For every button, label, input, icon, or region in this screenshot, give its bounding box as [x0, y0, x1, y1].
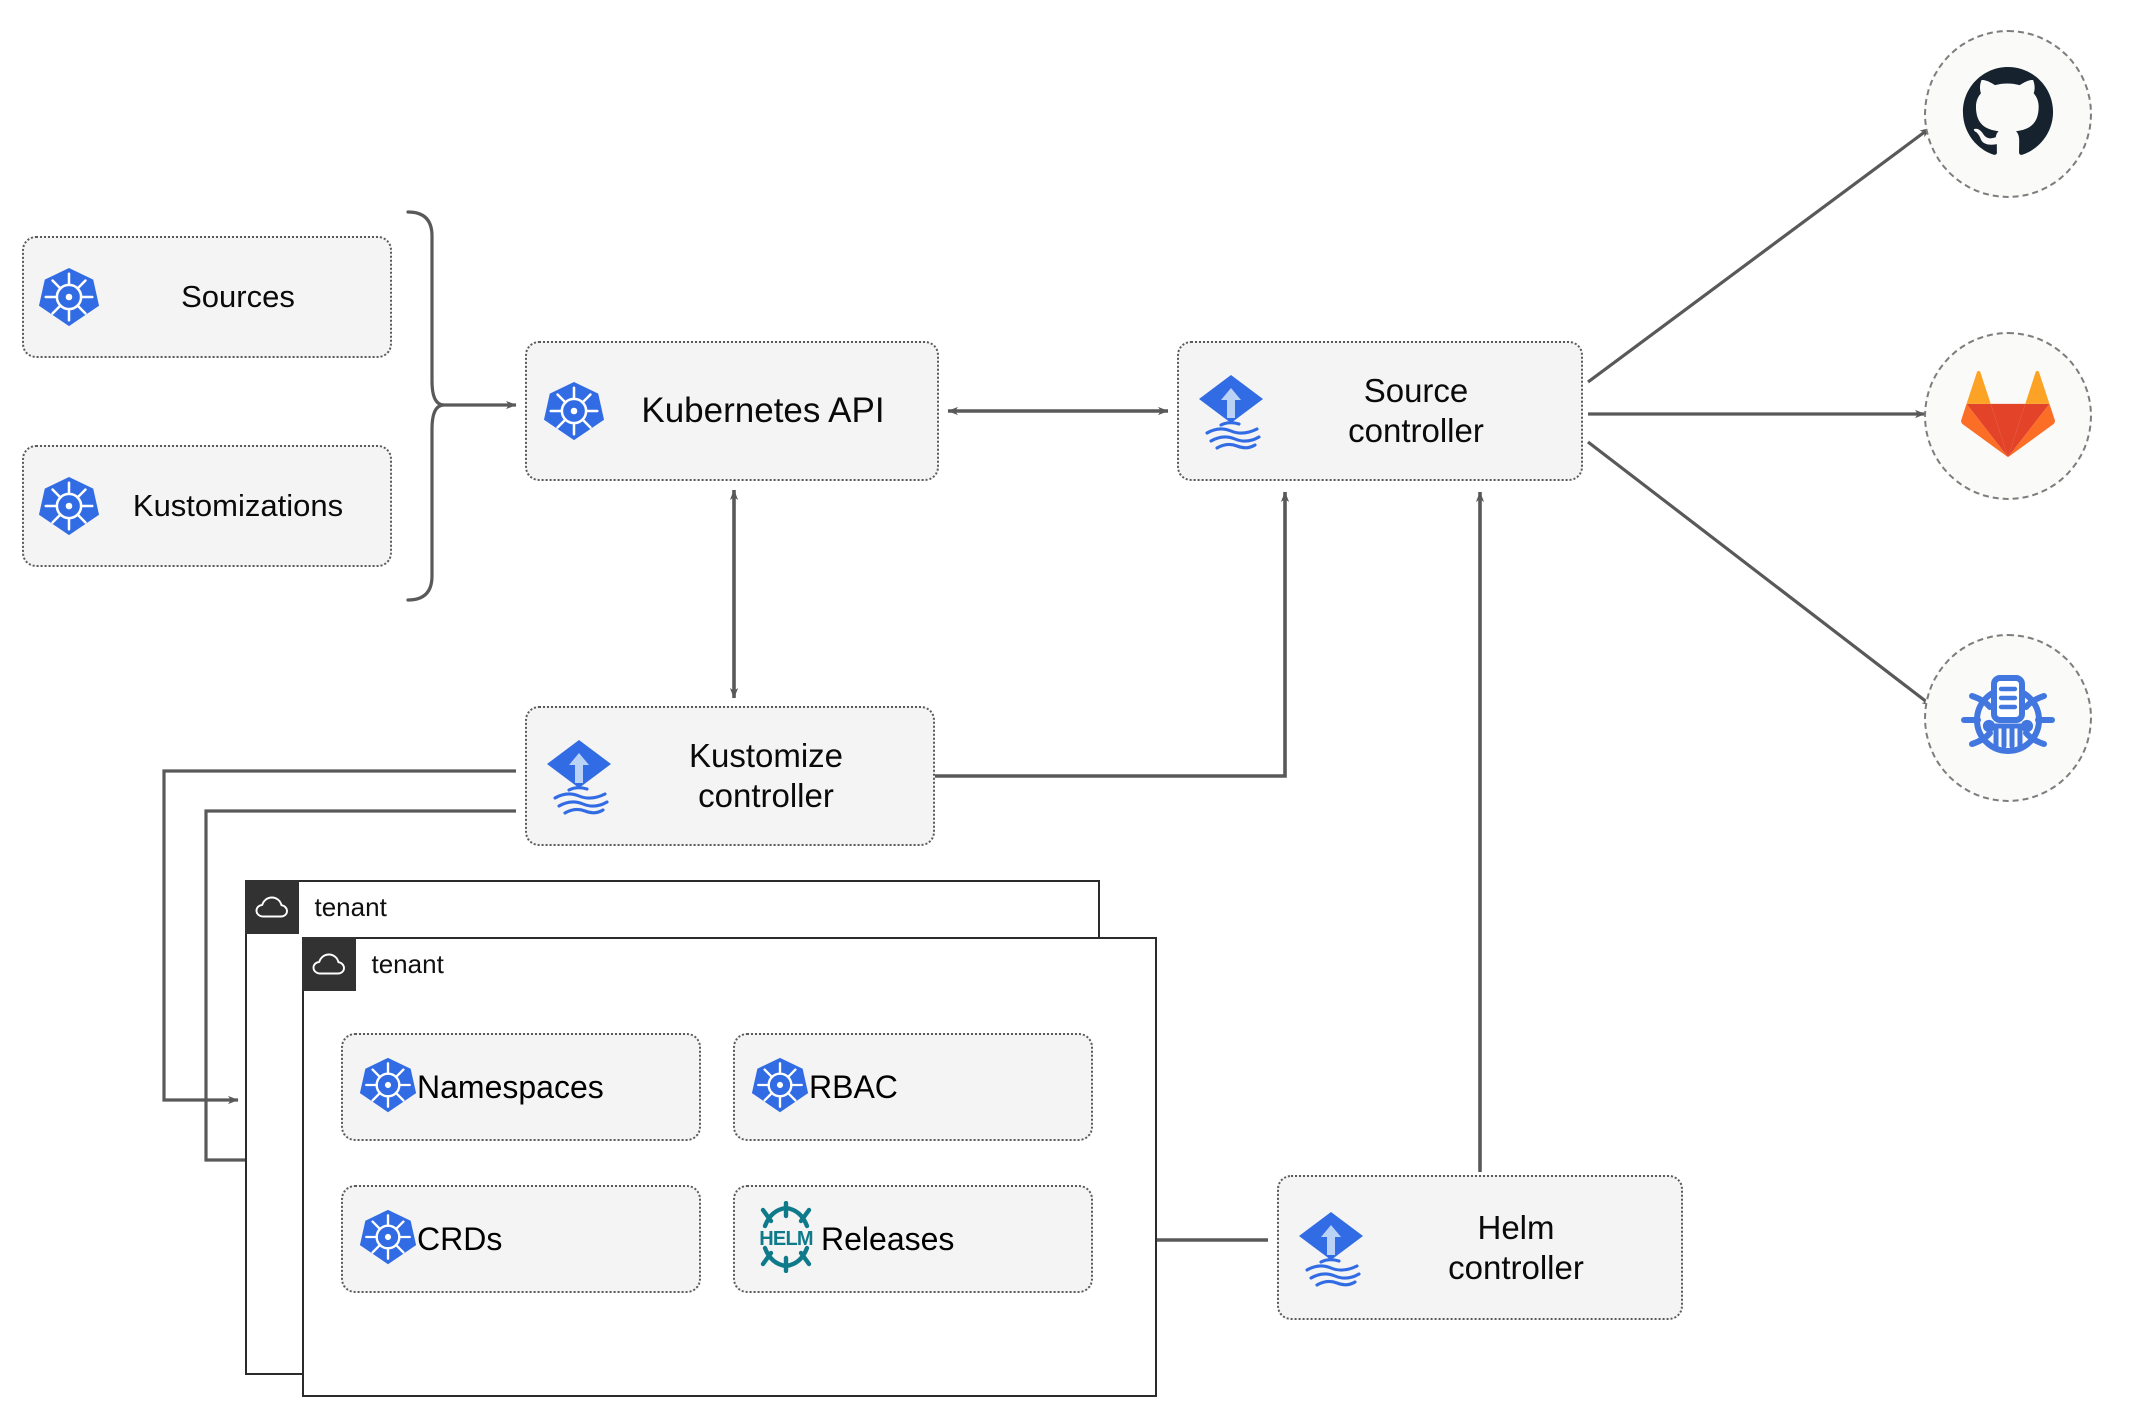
tenant-header: tenant — [244, 879, 387, 934]
cloud-icon — [301, 936, 356, 991]
tile-label: CRDs — [417, 1220, 503, 1257]
helm-icon: HELM — [751, 1200, 821, 1278]
github-icon — [1960, 64, 2056, 165]
kubernetes-icon — [543, 380, 605, 442]
tile-crds[interactable]: CRDs — [341, 1185, 701, 1293]
repo-github[interactable] — [1924, 30, 2092, 198]
flux-icon — [1295, 1208, 1367, 1288]
wire-sourcectrl-to-ociregistry — [1587, 440, 1933, 708]
repo-gitlab[interactable] — [1924, 332, 2092, 500]
tile-namespaces[interactable]: Namespaces — [341, 1033, 701, 1141]
kubernetes-icon — [359, 1056, 417, 1119]
tile-label: Namespaces — [417, 1068, 604, 1105]
node-label: Kustomize controller — [688, 737, 844, 814]
flux-icon — [1195, 371, 1267, 451]
repo-oci-registry[interactable] — [1924, 634, 2092, 802]
node-sources[interactable]: Sources — [22, 236, 392, 358]
node-label: Source controller — [1348, 372, 1484, 449]
tenant-header: tenant — [301, 936, 444, 991]
tile-label: RBAC — [809, 1068, 898, 1105]
flux-icon — [543, 736, 615, 816]
node-label: Kustomizations — [132, 488, 344, 524]
kubernetes-icon — [38, 475, 100, 537]
cloud-icon — [244, 879, 299, 934]
tenant-container-front[interactable]: tenant — [301, 936, 1157, 1397]
tenant-label: tenant — [314, 891, 387, 922]
wire-kustomizectrl-to-sourcectrl — [935, 491, 1290, 778]
kubernetes-icon — [751, 1056, 809, 1119]
gitlab-icon — [1960, 368, 2056, 465]
node-label: Kubernetes API — [641, 391, 885, 430]
kubernetes-icon — [359, 1208, 417, 1271]
helm-repository-icon — [1956, 664, 2060, 773]
tile-rbac[interactable]: RBAC — [733, 1033, 1093, 1141]
node-helm-controller[interactable]: Helm controller — [1277, 1175, 1683, 1320]
wire-sourcectrl-to-github — [1587, 126, 1931, 384]
tenant-label: tenant — [371, 948, 444, 979]
node-label: Helm controller — [1448, 1208, 1584, 1286]
node-kubernetes-api[interactable]: Kubernetes API — [525, 341, 939, 481]
kubernetes-icon — [38, 266, 100, 328]
node-kustomize-controller[interactable]: Kustomize controller — [525, 706, 935, 846]
tile-releases[interactable]: HELM Releases — [733, 1185, 1093, 1293]
node-label: Sources — [181, 279, 295, 315]
resources-bracket — [406, 210, 445, 602]
node-kustomizations[interactable]: Kustomizations — [22, 445, 392, 567]
tile-label: Releases — [821, 1220, 955, 1257]
node-source-controller[interactable]: Source controller — [1177, 341, 1583, 481]
svg-text:HELM: HELM — [759, 1228, 813, 1250]
